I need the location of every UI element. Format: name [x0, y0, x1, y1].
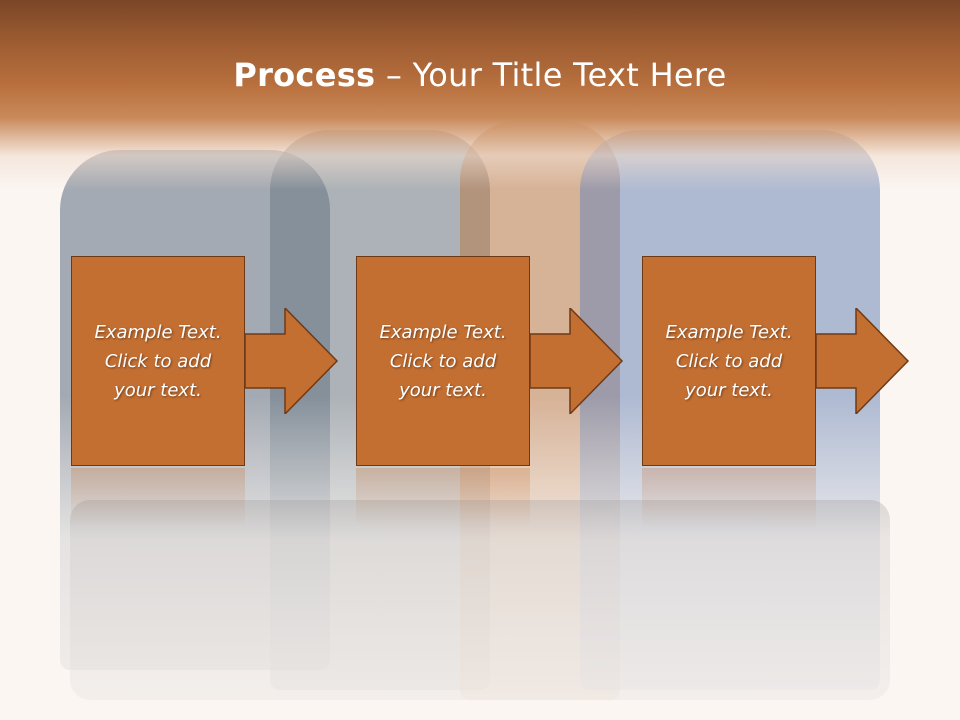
process-step-1[interactable]: Example Text. Click to add your text. — [71, 256, 339, 528]
step-text: Example Text. Click to add your text. — [665, 321, 793, 401]
process-step-2[interactable]: Example Text. Click to add your text. — [356, 256, 624, 528]
step-text: Example Text. Click to add your text. — [379, 321, 507, 401]
process-step-3[interactable]: Example Text. Click to add your text. — [642, 256, 910, 528]
title-band — [0, 0, 960, 190]
arrow-right-icon — [816, 308, 910, 414]
arrow-right-icon — [245, 308, 339, 414]
step-text: Example Text. Click to add your text. — [94, 321, 222, 401]
title-bold: Process — [233, 56, 376, 94]
step-box[interactable]: Example Text. Click to add your text. — [356, 256, 530, 466]
slide-title[interactable]: Process – Your Title Text Here — [0, 56, 960, 94]
arrow-right-icon — [530, 308, 624, 414]
step-box[interactable]: Example Text. Click to add your text. — [71, 256, 245, 466]
step-box[interactable]: Example Text. Click to add your text. — [642, 256, 816, 466]
title-rest: – Your Title Text Here — [375, 56, 727, 94]
